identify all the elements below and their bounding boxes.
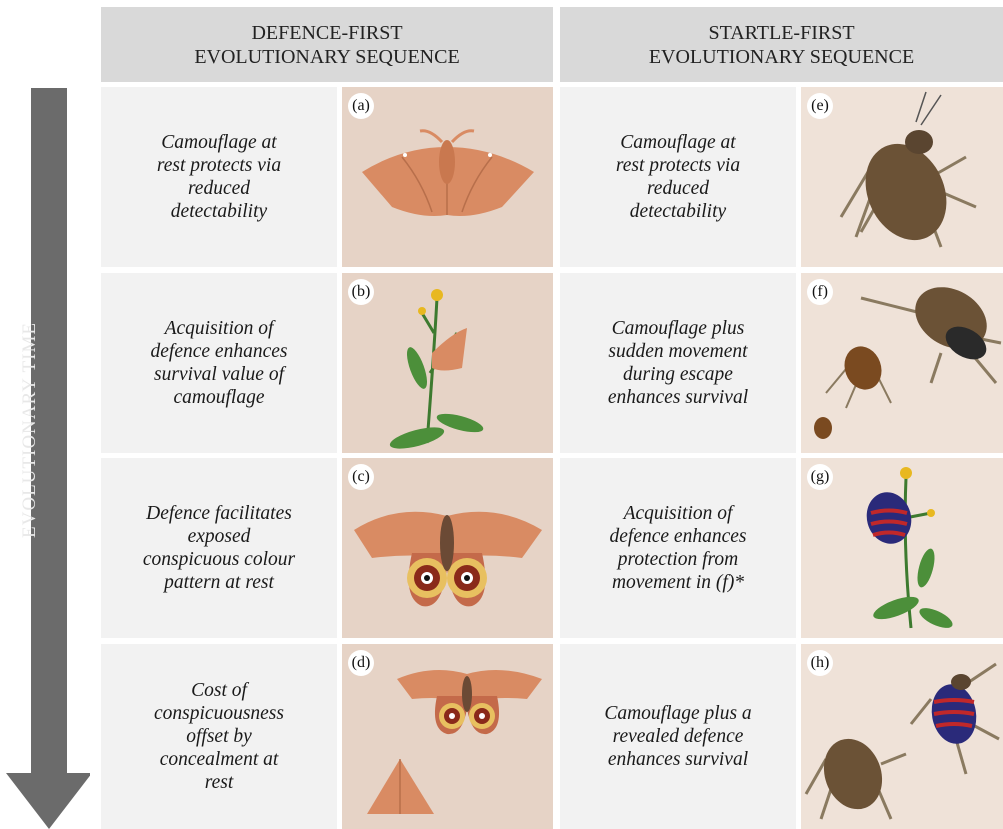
text-cell-e: Camouflage at rest protects via reduced …: [560, 87, 796, 267]
text-cell-h: Camouflage plus a revealed defence enhan…: [560, 644, 796, 829]
text-line: Defence facilitates: [143, 502, 295, 525]
text-line: conspicuous colour: [143, 548, 295, 571]
eyespot-and-resting-moth-icon: [342, 644, 553, 829]
text-cell-f: Camouflage plus sudden movement during e…: [560, 273, 796, 453]
text-line: defence enhances: [151, 340, 288, 363]
text-cell-d: Cost of conspicuousness offset by concea…: [101, 644, 337, 829]
panel-f: (f): [801, 273, 1003, 453]
panel-c: (c): [342, 458, 553, 638]
text-cell-c: Defence facilitates exposed conspicuous …: [101, 458, 337, 638]
text-line: offset by: [154, 725, 284, 748]
text-line: Acquisition of: [151, 317, 288, 340]
text-line: movement in (f)*: [610, 571, 747, 594]
text-line: Acquisition of: [610, 502, 747, 525]
text-line: camouflage: [151, 386, 288, 409]
text-line: reduced: [616, 177, 740, 200]
text-line: rest protects via: [616, 154, 740, 177]
camouflaged-bug-icon: [801, 87, 1003, 267]
time-axis-label: EVOLUTIONARY TIME: [19, 322, 41, 538]
text-line: Cost of: [154, 679, 284, 702]
text-cell-g: Acquisition of defence enhances protecti…: [560, 458, 796, 638]
eyespot-moth-icon: [342, 458, 553, 638]
text-line: enhances survival: [608, 386, 748, 409]
text-line: enhances survival: [604, 748, 751, 771]
panel-b: (b): [342, 273, 553, 453]
text-cell-a: Camouflage at rest protects via reduced …: [101, 87, 337, 267]
moth-on-plant-icon: [342, 273, 553, 453]
header-line: STARTLE-FIRST: [708, 21, 854, 45]
header-line: EVOLUTIONARY SEQUENCE: [194, 45, 459, 69]
panel-label: (f): [807, 279, 833, 305]
panel-a: (a): [342, 87, 553, 267]
panel-label: (a): [348, 93, 374, 119]
escaping-bugs-icon: [801, 273, 1003, 453]
text-line: rest protects via: [157, 154, 281, 177]
text-line: detectability: [157, 200, 281, 223]
text-line: Camouflage plus a: [604, 702, 751, 725]
panel-label: (d): [348, 650, 374, 676]
text-line: during escape: [608, 363, 748, 386]
panel-h: (h): [801, 644, 1003, 829]
text-line: protection from: [610, 548, 747, 571]
text-line: survival value of: [151, 363, 288, 386]
text-line: exposed: [143, 525, 295, 548]
text-line: concealment at: [154, 748, 284, 771]
panel-label: (b): [348, 279, 374, 305]
startle-first-header: STARTLE-FIRST EVOLUTIONARY SEQUENCE: [560, 7, 1003, 82]
text-line: sudden movement: [608, 340, 748, 363]
text-line: Camouflage at: [616, 131, 740, 154]
panel-label: (e): [807, 93, 833, 119]
header-line: EVOLUTIONARY SEQUENCE: [649, 45, 914, 69]
bug-on-plant-icon: [801, 458, 1003, 638]
text-line: pattern at rest: [143, 571, 295, 594]
bugs-with-revealed-defence-icon: [801, 644, 1003, 829]
resting-moth-icon: [342, 87, 553, 267]
panel-d: (d): [342, 644, 553, 829]
header-line: DEFENCE-FIRST: [251, 21, 402, 45]
panel-g: (g): [801, 458, 1003, 638]
text-line: rest: [154, 771, 284, 794]
evolutionary-time-arrow: [0, 0, 90, 829]
defence-first-header: DEFENCE-FIRST EVOLUTIONARY SEQUENCE: [101, 7, 553, 82]
text-line: Camouflage plus: [608, 317, 748, 340]
text-line: conspicuousness: [154, 702, 284, 725]
text-line: detectability: [616, 200, 740, 223]
text-line: revealed defence: [604, 725, 751, 748]
panel-label: (g): [807, 464, 833, 490]
panel-e: (e): [801, 87, 1003, 267]
text-line: defence enhances: [610, 525, 747, 548]
panel-label: (c): [348, 464, 374, 490]
text-line: reduced: [157, 177, 281, 200]
text-cell-b: Acquisition of defence enhances survival…: [101, 273, 337, 453]
panel-label: (h): [807, 650, 833, 676]
text-line: Camouflage at: [157, 131, 281, 154]
